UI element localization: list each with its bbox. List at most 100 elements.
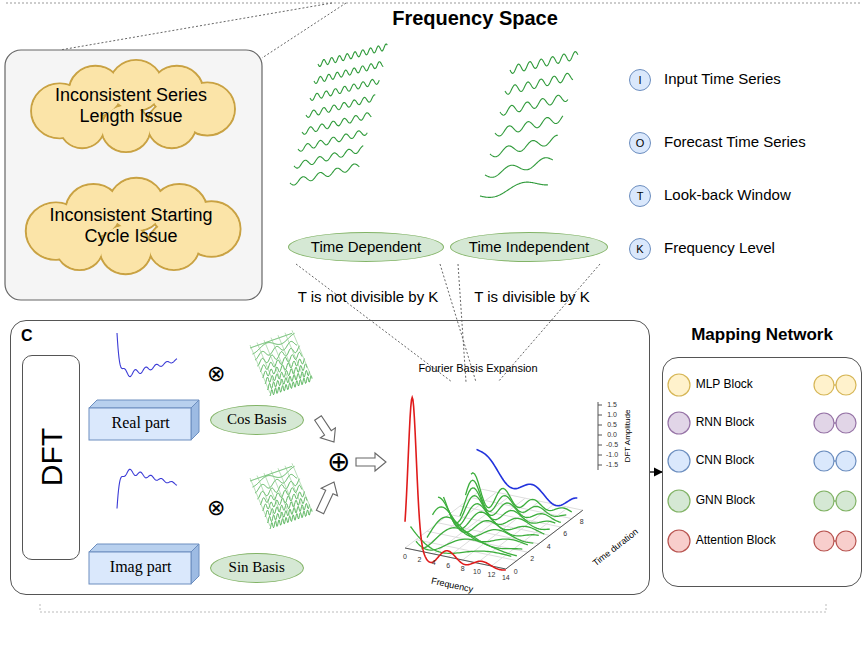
- group-panel: Mapping NetworkMLP BlockRNN BlockCNN Blo…: [662, 357, 862, 587]
- leader-line: [262, 3, 346, 58]
- chart-tick: [598, 455, 602, 456]
- chart-curve: [433, 507, 534, 543]
- dft-box: DFT: [22, 355, 80, 560]
- issue-cloud: Inconsistent Series Length Issue: [19, 62, 243, 150]
- tick-label: 0: [403, 553, 407, 561]
- signal-plot: [117, 469, 177, 508]
- symbol-letter: I: [638, 74, 641, 86]
- chart-curve: [460, 488, 561, 522]
- wave: [318, 44, 387, 66]
- chart-tick: [598, 435, 602, 436]
- wave: [310, 79, 379, 100]
- basis-grid: [250, 478, 270, 526]
- panel-heading: Mapping Network: [691, 326, 833, 345]
- hollow-arrow: [356, 453, 386, 471]
- chart-curve: [477, 449, 578, 505]
- wave: [510, 52, 578, 74]
- operator-symbol: ⊕: [327, 447, 350, 478]
- basis-grid: [285, 333, 305, 381]
- node-label: Sin Basis: [229, 559, 285, 576]
- connector-arrow: [650, 471, 662, 472]
- symbol-meaning: Frequency Level: [664, 240, 775, 257]
- wave: [500, 95, 568, 115]
- block-icon: [666, 409, 858, 437]
- block-name: GNN Block: [696, 494, 755, 507]
- tick-label: 0.5: [607, 421, 617, 429]
- chart-tick: [598, 445, 602, 446]
- issue-text: Inconsistent Series Length Issue: [43, 85, 219, 126]
- chart-curve: [405, 397, 506, 570]
- dft-label: DFT: [34, 428, 67, 486]
- part-block: Real part: [89, 400, 201, 440]
- basis-grid: [264, 473, 284, 521]
- wave: [485, 158, 553, 178]
- chart-label: Fourier Basis Expansion: [418, 362, 537, 374]
- wave: [495, 116, 563, 136]
- oval-node: Time Dependent: [288, 232, 444, 262]
- chart-curve: [438, 497, 539, 536]
- tick-label: -1.0: [606, 451, 618, 459]
- basis-grid: [278, 468, 298, 516]
- leader-line: [60, 3, 332, 50]
- operator-symbol: ⊗: [207, 496, 225, 520]
- wave: [302, 113, 371, 135]
- issue-panel: [5, 50, 262, 300]
- operator-symbol: ⊗: [207, 362, 225, 386]
- node-label: Time Independent: [469, 238, 589, 255]
- symbol-letter: K: [636, 243, 643, 255]
- chart-curve: [449, 504, 550, 530]
- condition-note: T is divisible by K: [474, 289, 590, 306]
- tick-label: 14: [502, 574, 510, 582]
- frame-line: [6, 3, 860, 4]
- node-label: Real part: [112, 414, 170, 432]
- oval-node: Time Independent: [450, 232, 608, 262]
- basis-grid: [278, 335, 298, 383]
- node-label: Imag part: [110, 558, 172, 576]
- basis-grid: [257, 476, 277, 524]
- node-label: Cos Basis: [227, 411, 287, 428]
- chart-label: Time duration: [591, 527, 640, 568]
- tick-label: 4: [432, 559, 436, 567]
- basis-grid: [257, 343, 277, 391]
- basis-curve: [270, 376, 312, 396]
- tick-label: 0: [514, 568, 518, 576]
- part-block: Imag part: [89, 544, 201, 584]
- tick-label: 2: [530, 556, 534, 564]
- block-icon: [666, 447, 858, 475]
- symbol-meaning: Forecast Time Series: [664, 134, 806, 151]
- chart-tick: [598, 465, 602, 466]
- basis-grid: [271, 471, 291, 519]
- panel-letter: C: [21, 327, 33, 345]
- network-block: GNN Block: [666, 487, 858, 515]
- basis-grid: [271, 338, 291, 386]
- symbol-meaning: Look-back Window: [664, 187, 791, 204]
- chart-curve: [411, 527, 512, 557]
- chart-label: DFT Amplitude: [624, 410, 633, 463]
- tick-label: 0.0: [607, 431, 617, 439]
- chart-tick: [598, 425, 602, 426]
- tick-label: -0.5: [606, 441, 618, 449]
- network-block: MLP Block: [666, 371, 858, 399]
- symbol-meaning: Input Time Series: [664, 71, 781, 88]
- tick-label: 1.5: [607, 401, 617, 409]
- tick-label: 12: [487, 571, 495, 579]
- block-name: Attention Block: [696, 534, 776, 547]
- symbol-letter: O: [636, 137, 645, 149]
- wave: [290, 164, 359, 185]
- block-name: CNN Block: [696, 454, 755, 467]
- tick-label: 8: [461, 565, 465, 573]
- tick-label: 4: [547, 543, 551, 551]
- wave: [490, 135, 558, 157]
- symbol-letter: T: [637, 190, 644, 202]
- issue-cloud: Inconsistent Starting Cycle Issue: [13, 180, 249, 272]
- frame-line: [40, 604, 826, 612]
- basis-grid: [250, 345, 270, 393]
- symbol-circle: IInput Time Series: [629, 69, 651, 91]
- title: Frequency Space: [392, 7, 558, 29]
- tick-label: 8: [580, 518, 584, 526]
- tick-label: 10: [473, 568, 481, 576]
- basis-grid: [292, 463, 312, 511]
- basis-curve: [270, 509, 312, 529]
- basis-grid: [264, 340, 284, 388]
- symbol-circle: OForecast Time Series: [629, 132, 651, 154]
